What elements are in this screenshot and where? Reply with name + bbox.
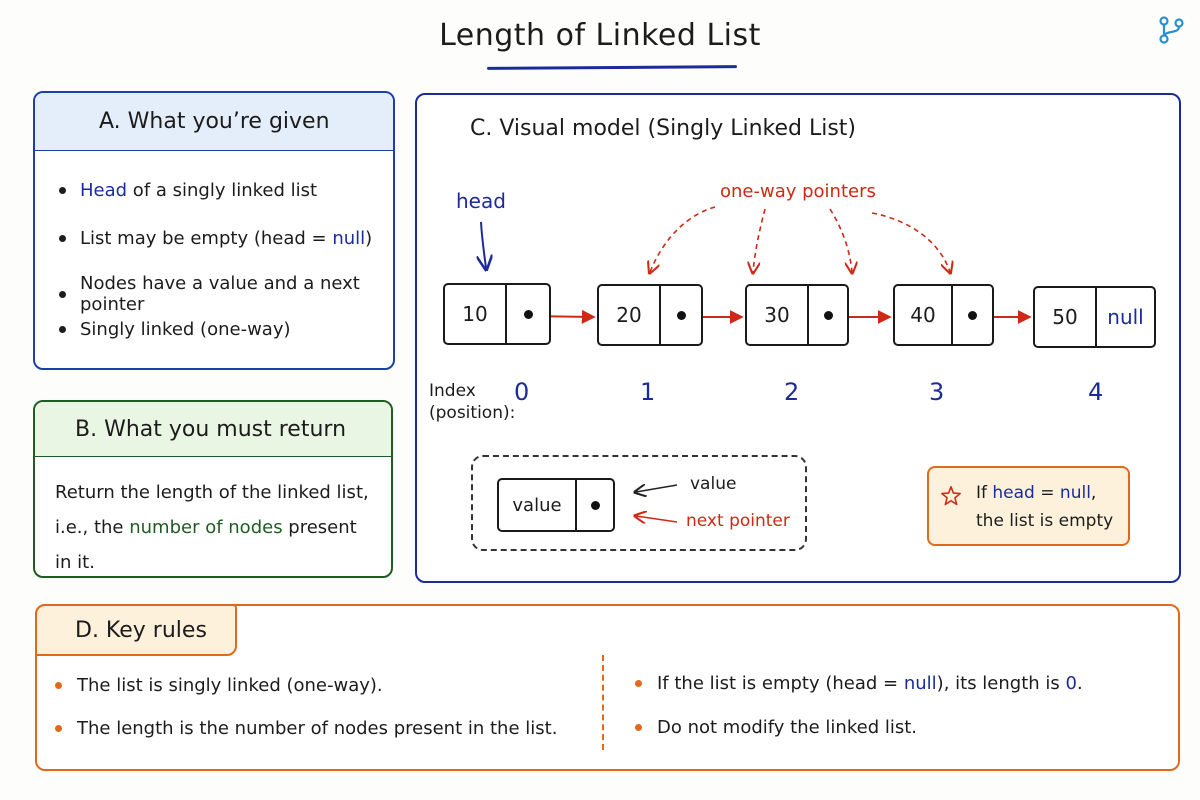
rule-text: The length is the number of nodes presen…	[77, 718, 558, 739]
bullet-dot	[59, 290, 66, 298]
rule-text: The list is singly linked (one-way).	[77, 675, 383, 696]
index-value: 4	[1088, 378, 1104, 406]
dashed-pointer-3	[829, 208, 852, 272]
node-next-pointer	[953, 286, 992, 344]
index-value: 1	[640, 378, 656, 406]
head-keyword: Head	[80, 180, 128, 201]
given-item-text: of a singly linked list	[127, 180, 318, 201]
panel-given: A. What you’re given Head of a singly li…	[33, 91, 395, 370]
rules-divider	[602, 655, 604, 750]
note-text: ,	[1090, 483, 1097, 503]
empty-note-line-1: If head = null,	[976, 483, 1096, 503]
node-value: 50	[1035, 288, 1097, 346]
pointer-dot	[823, 310, 833, 320]
return-line-1: Return the length of the linked list,	[55, 482, 369, 503]
pointer-dot	[523, 309, 533, 319]
index-value: 0	[514, 378, 530, 406]
rule-item: The length is the number of nodes presen…	[55, 718, 557, 739]
index-label-line-2: (position):	[429, 403, 516, 423]
legend-node-pointer	[577, 480, 613, 530]
panel-return: B. What you must return Return the lengt…	[33, 400, 393, 578]
legend-node: value	[497, 478, 615, 532]
dashed-pointer-4	[871, 212, 950, 272]
rule-text: .	[1076, 673, 1083, 694]
index-value: 3	[929, 378, 945, 406]
panel-visual-heading: C. Visual model (Singly Linked List)	[470, 116, 857, 141]
bullet-dot	[55, 725, 62, 732]
list-node-4: 50 null	[1033, 286, 1156, 348]
list-node-1: 20	[597, 284, 703, 346]
number-of-nodes-highlight: number of nodes	[129, 517, 283, 538]
null-keyword: null	[903, 673, 937, 694]
panel-return-heading: B. What you must return	[35, 402, 391, 457]
list-node-2: 30	[745, 284, 849, 346]
bullet-dot	[635, 724, 642, 731]
pointer-dot	[968, 310, 977, 320]
given-item-text: Singly linked (one-way)	[80, 319, 291, 340]
list-node-3: 40	[893, 284, 994, 346]
null-keyword: null	[1107, 305, 1144, 329]
head-arrow	[481, 221, 486, 268]
node-next-pointer	[507, 285, 549, 343]
given-item-head: Head of a singly linked list	[59, 180, 317, 201]
bullet-dot	[55, 682, 62, 689]
head-keyword: head	[992, 483, 1035, 503]
node-legend	[471, 455, 807, 551]
dashed-pointer-2	[753, 208, 766, 272]
null-keyword: null	[332, 228, 366, 249]
rule-item: If the list is empty (head = null), its …	[635, 673, 1083, 694]
rule-text: If the list is empty (head =	[657, 673, 904, 694]
panel-given-heading: A. What you’re given	[35, 93, 393, 151]
rule-item: The list is singly linked (one-way).	[55, 675, 383, 696]
star-icon	[941, 486, 961, 506]
index-label-line-1: Index	[429, 381, 476, 401]
index-value: 2	[784, 378, 800, 406]
node-value: 10	[445, 285, 507, 343]
panel-key-rules-heading: D. Key rules	[35, 604, 237, 656]
return-line-2: i.e., the number of nodes present in it.	[55, 510, 373, 576]
index-label: Index (position):	[429, 380, 515, 424]
given-item-text: Nodes have a value and a next pointer	[80, 273, 360, 315]
given-item-text: List may be empty (head =	[80, 228, 333, 249]
note-text: =	[1034, 483, 1060, 503]
node-value: 20	[599, 286, 661, 344]
bullet-dot	[59, 235, 66, 242]
one-way-pointers-label: one-way pointers	[720, 181, 876, 202]
list-node-0: 10	[443, 283, 551, 345]
page-title: Length of Linked List	[439, 18, 761, 53]
rule-item: Do not modify the linked list.	[635, 717, 917, 738]
node-next-pointer	[661, 286, 701, 344]
given-item-nodes: Nodes have a value and a next pointer	[59, 273, 393, 315]
legend-pointer-arrow	[636, 516, 678, 522]
return-description: Return the length of the linked list, i.…	[35, 457, 391, 576]
return-text: i.e., the	[55, 517, 130, 538]
node-value: 40	[895, 286, 953, 344]
head-label: head	[456, 189, 506, 213]
node-next-pointer	[809, 286, 847, 344]
branch-icon	[1159, 16, 1184, 44]
rule-text: Do not modify the linked list.	[657, 717, 917, 738]
pointer-dot	[590, 500, 600, 510]
dashed-pointer-1	[650, 206, 716, 272]
rule-text: ), its length is	[936, 673, 1066, 694]
null-keyword: null	[1059, 483, 1091, 503]
given-item-text: )	[365, 228, 373, 249]
bullet-dot	[59, 326, 66, 333]
zero-value: 0	[1065, 673, 1077, 694]
bullet-dot	[59, 187, 66, 194]
given-item-empty: List may be empty (head = null)	[59, 228, 372, 249]
pointer-dot	[676, 310, 686, 320]
legend-node-value: value	[499, 480, 577, 530]
note-text: If	[976, 483, 993, 503]
node-next-pointer: null	[1097, 288, 1154, 346]
legend-value-arrow	[636, 485, 678, 492]
empty-list-note: If head = null, the list is empty	[927, 466, 1130, 546]
bullet-dot	[635, 680, 642, 687]
legend-value-label: value	[690, 474, 737, 494]
empty-note-line-2: the list is empty	[976, 511, 1114, 531]
node-value: 30	[747, 286, 809, 344]
given-item-singly: Singly linked (one-way)	[59, 319, 291, 340]
return-text: present in it.	[55, 517, 357, 573]
legend-pointer-label: next pointer	[686, 511, 790, 531]
